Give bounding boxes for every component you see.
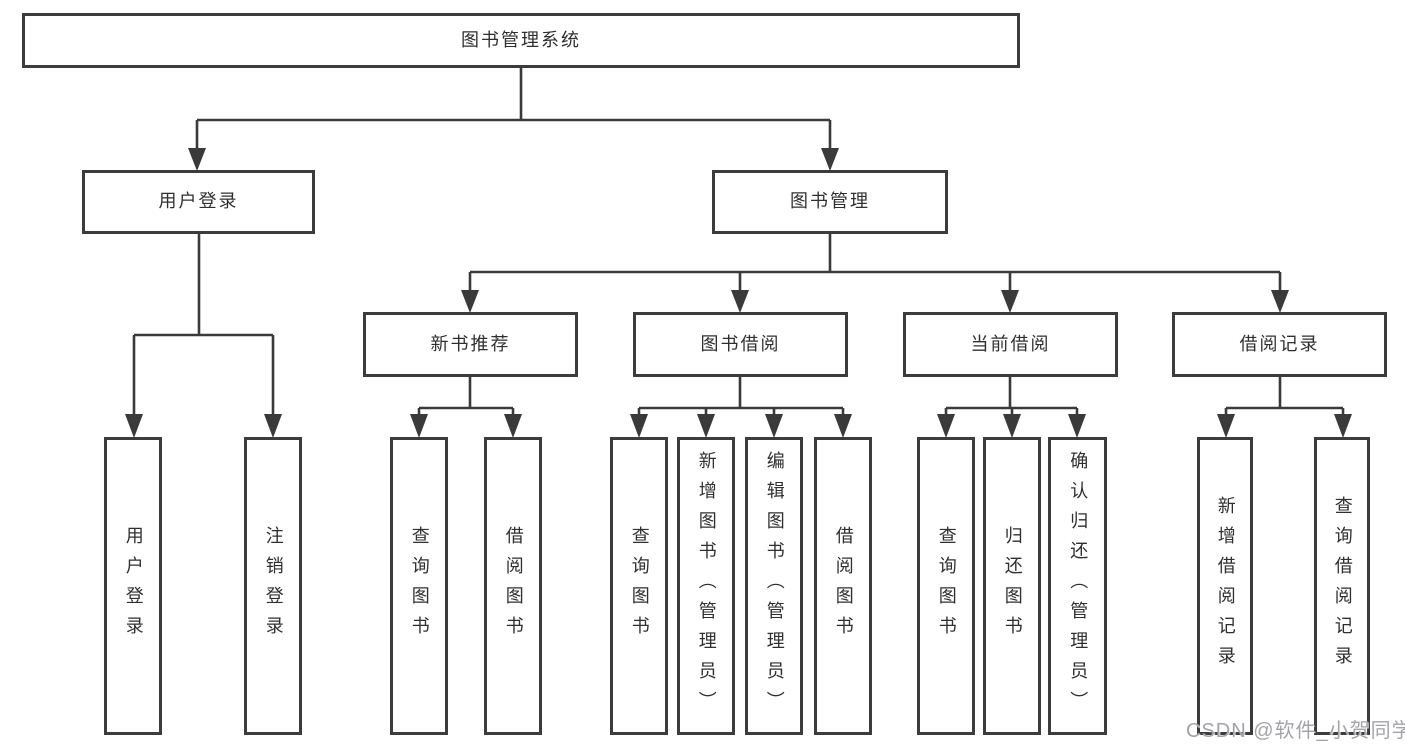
node-user-login: 用户登录: [82, 170, 315, 234]
node-book-management: 图书管理: [712, 170, 948, 234]
leaf-return-books: 归还图书: [983, 437, 1041, 735]
leaf-query-books-recommend: 查询图书: [390, 437, 448, 735]
node-current-borrowing: 当前借阅: [903, 312, 1118, 377]
node-book-borrowing: 图书借阅: [633, 312, 848, 377]
node-new-book-recommendation: 新书推荐: [363, 312, 578, 377]
csdn-watermark: CSDN @软件_小贺同学: [1186, 720, 1405, 742]
leaf-query-borrow-record: 查询借阅记录: [1314, 437, 1370, 735]
leaf-query-books-current: 查询图书: [917, 437, 975, 735]
leaf-borrow-books-borrowing: 借阅图书: [814, 437, 872, 735]
leaf-add-borrow-record: 新增借阅记录: [1197, 437, 1253, 735]
leaf-edit-book-admin: 编辑图书（管理员）: [745, 437, 803, 735]
leaf-confirm-return-admin: 确认归还（管理员）: [1048, 437, 1107, 735]
leaf-user-login: 用户登录: [104, 437, 162, 735]
node-borrowing-records: 借阅记录: [1172, 312, 1387, 377]
leaf-query-books-borrowing: 查询图书: [610, 437, 668, 735]
node-root: 图书管理系统: [22, 13, 1020, 68]
leaf-borrow-books-recommend: 借阅图书: [484, 437, 542, 735]
leaf-logout: 注销登录: [244, 437, 302, 735]
leaf-add-book-admin: 新增图书（管理员）: [677, 437, 735, 735]
